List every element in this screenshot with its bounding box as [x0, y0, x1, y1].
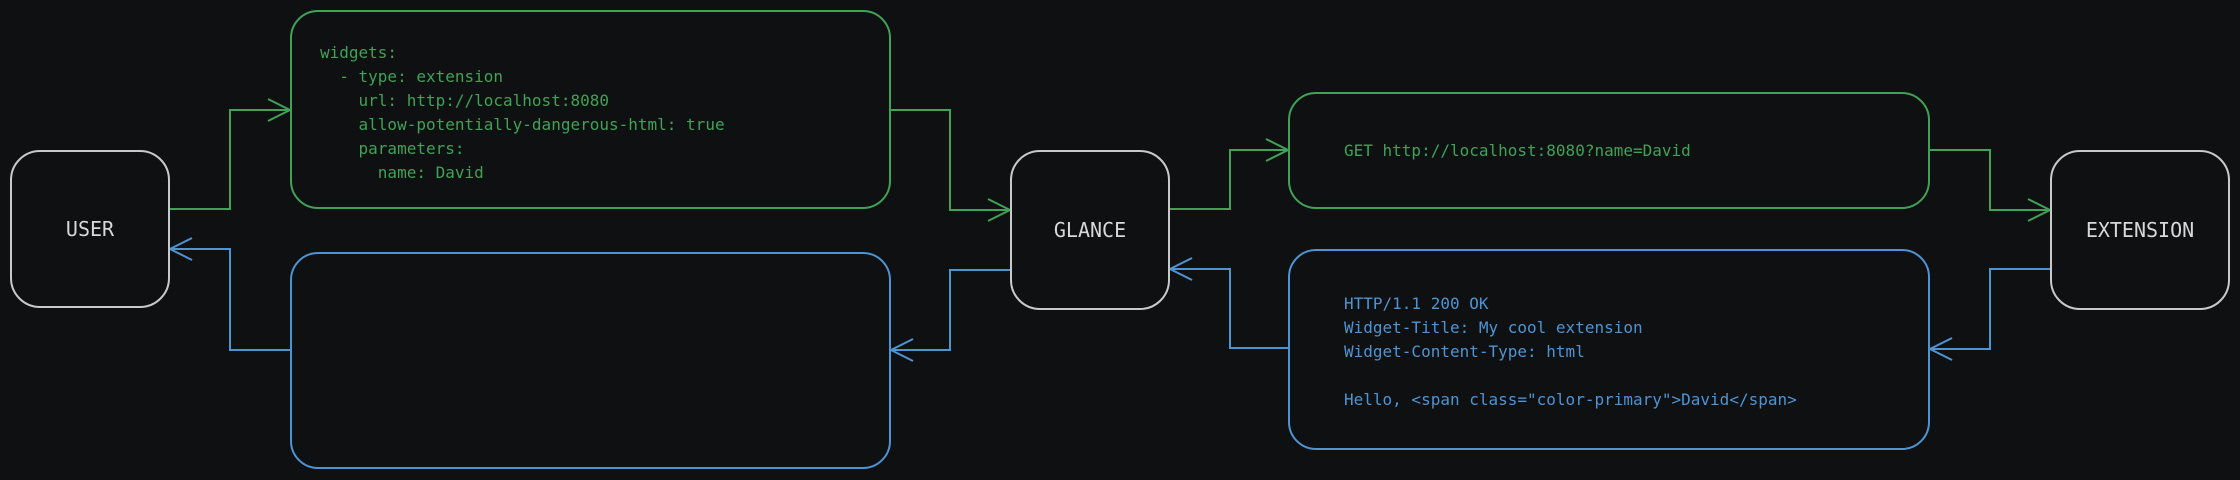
- arrow-glance-to-widget: [888, 269, 1010, 362]
- arrow-extension-to-response: [1927, 268, 2050, 361]
- node-user-label: USER: [65, 217, 115, 241]
- http-request-text: GET http://localhost:8080?name=David: [1344, 140, 1691, 160]
- http-response-code: HTTP/1.1 200 OK Widget-Title: My cool ex…: [1344, 294, 1797, 409]
- config-yaml-box: widgets: - type: extension url: http://l…: [290, 10, 891, 209]
- arrow-user-to-config: [170, 98, 293, 210]
- node-extension-label: EXTENSION: [2085, 218, 2195, 242]
- arrow-widget-to-user: [167, 237, 290, 351]
- node-glance-label: GLANCE: [1053, 218, 1127, 242]
- http-response-box: HTTP/1.1 200 OK Widget-Title: My cool ex…: [1288, 249, 1930, 450]
- arrow-request-to-extension: [1930, 149, 2053, 222]
- arrow-config-to-glance: [891, 109, 1013, 222]
- node-glance: GLANCE: [1010, 150, 1170, 310]
- node-user: USER: [10, 150, 170, 308]
- arrow-glance-to-request: [1170, 138, 1291, 210]
- http-request-box: GET http://localhost:8080?name=David: [1288, 92, 1930, 209]
- arrow-response-to-glance: [1167, 257, 1288, 349]
- node-extension: EXTENSION: [2050, 150, 2230, 310]
- config-yaml-code: widgets: - type: extension url: http://l…: [320, 43, 725, 182]
- widget-preview-box: MY COOL EXTENSION Hello, David: [290, 252, 891, 469]
